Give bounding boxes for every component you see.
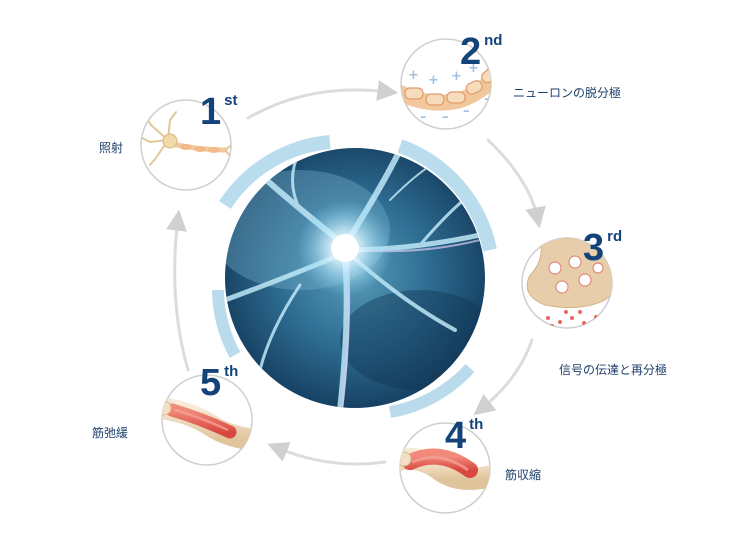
step-5-label: 筋弛緩 (92, 426, 129, 440)
arrow-4-to-5 (267, 442, 387, 466)
cycle-arrows (166, 80, 546, 466)
svg-text:–: – (484, 92, 491, 107)
axon-depolarization-icon: +++ ++ ––– –– (401, 47, 491, 125)
step-1-label: 照射 (99, 141, 124, 155)
svg-text:–: – (463, 104, 470, 119)
step-4-label: 筋収縮 (505, 468, 542, 482)
svg-text:–: – (442, 110, 449, 125)
arrow-5-to-1 (166, 209, 190, 372)
svg-text:+: + (428, 73, 439, 88)
svg-text:+: + (468, 61, 479, 76)
arrow-3-to-4 (473, 338, 534, 416)
step-3-circle (521, 237, 613, 329)
step-5-circle (161, 374, 253, 466)
contracted-muscle-icon (400, 447, 490, 490)
neuron-icon (141, 111, 231, 166)
step-2-label: ニューロンの脱分極 (513, 86, 622, 100)
svg-text:+: + (451, 69, 462, 84)
central-neuron-image (212, 135, 497, 418)
relaxed-muscle-icon (162, 397, 252, 451)
step-2-circle: +++ ++ ––– –– (400, 38, 492, 130)
arrow-2-to-3 (486, 138, 546, 229)
step-3-label: 信号の伝達と再分極 (559, 363, 668, 377)
step-1-circle (140, 99, 232, 191)
svg-text:+: + (408, 68, 419, 83)
arrow-1-to-2 (246, 80, 399, 120)
step-4-circle (399, 422, 491, 514)
svg-text:–: – (420, 110, 427, 125)
